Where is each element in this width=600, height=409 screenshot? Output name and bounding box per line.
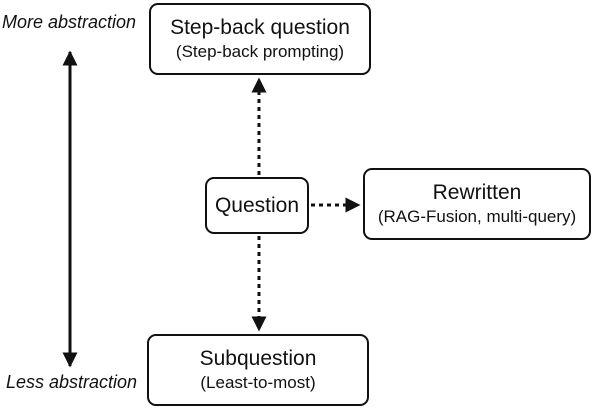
stepback-title: Step-back question	[170, 16, 350, 40]
less-abstraction-label: Less abstraction	[6, 372, 138, 392]
subquestion-title: Subquestion	[199, 347, 317, 371]
stepback-question-node: Step-back question (Step-back prompting)	[149, 3, 371, 75]
rewritten-title: Rewritten	[432, 181, 522, 205]
rewritten-node: Rewritten (RAG-Fusion, multi-query)	[363, 168, 591, 240]
stepback-subtitle: (Step-back prompting)	[175, 42, 345, 62]
subquestion-subtitle: (Least-to-most)	[200, 373, 316, 393]
rewritten-subtitle: (RAG-Fusion, multi-query)	[377, 207, 577, 227]
question-title: Question	[214, 193, 300, 217]
more-abstraction-label: More abstraction	[2, 12, 137, 32]
subquestion-node: Subquestion (Least-to-most)	[147, 334, 369, 406]
question-node: Question	[205, 177, 309, 234]
